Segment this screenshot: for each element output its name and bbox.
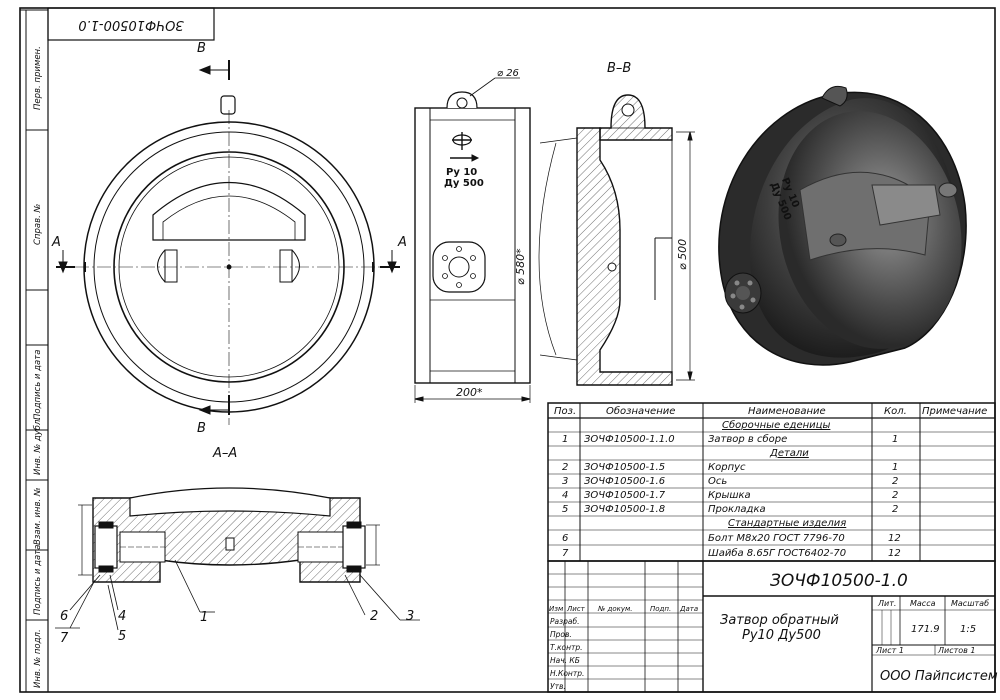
spec-row-2-pos: 2 bbox=[562, 462, 568, 473]
section-aa-title: A–A bbox=[212, 446, 237, 461]
side-label-4: Инв. № дубл. bbox=[33, 417, 43, 475]
section-bb-view bbox=[538, 94, 695, 386]
front-view bbox=[56, 60, 400, 425]
role-utv: Утв. bbox=[550, 682, 566, 691]
role-prov: Пров. bbox=[550, 630, 572, 639]
stamp-box bbox=[47, 7, 215, 41]
callout-7: 7 bbox=[60, 631, 69, 646]
scale-value: 1:5 bbox=[960, 624, 976, 635]
spec-row-5-name: Прокладка bbox=[708, 504, 766, 515]
dim-outer: ⌀ 580* bbox=[514, 248, 527, 285]
side-label-7: Инв. № подл. bbox=[33, 629, 43, 688]
spec-row-5-qty: 2 bbox=[892, 504, 898, 515]
spec-row-6-qty: 12 bbox=[888, 533, 901, 544]
stamp-code: ЗОЧФ10500-1.0 bbox=[78, 17, 183, 32]
spec-row-4-qty: 2 bbox=[892, 490, 898, 501]
spec-header-code: Обозначение bbox=[606, 405, 675, 417]
spec-row-5-code: ЗОЧФ10500-1.8 bbox=[584, 504, 665, 515]
side-label-3: Подпись и дата bbox=[33, 350, 43, 420]
spec-row-6-name: Болт М8х20 ГОСТ 7796-70 bbox=[708, 533, 845, 544]
role-nach-kb: Нач. КБ bbox=[550, 656, 580, 665]
spec-row-2-code: ЗОЧФ10500-1.5 bbox=[584, 462, 665, 473]
marking-pressure: Ру 10 bbox=[446, 167, 477, 178]
spec-row-4-pos: 4 bbox=[562, 490, 568, 501]
product-name-line1: Затвор обратный bbox=[720, 613, 839, 628]
title-block-text: ЗОЧФ10500-1.0 Затвор обратный Ру10 Ду500… bbox=[549, 571, 998, 691]
callout-6: 6 bbox=[60, 609, 68, 624]
mass-value: 171.9 bbox=[911, 624, 940, 635]
dim-length: 200* bbox=[456, 386, 483, 399]
role-tkontr: Т.контр. bbox=[550, 643, 583, 652]
callout-3: 3 bbox=[406, 609, 414, 624]
spec-row-7-qty: 12 bbox=[888, 548, 901, 559]
col-date: Дата bbox=[679, 605, 698, 613]
section-a-right: A bbox=[397, 235, 407, 250]
title-block bbox=[547, 560, 996, 693]
section-b-top: B bbox=[197, 41, 206, 56]
mass-label: Масса bbox=[910, 599, 936, 608]
spec-table-text: Поз. Обозначение Наименование Кол. Приме… bbox=[554, 405, 987, 559]
section-b-bottom: B bbox=[197, 421, 206, 436]
lit-label: Лит. bbox=[877, 599, 896, 608]
sheet-number: Лист 1 bbox=[875, 646, 904, 655]
role-nkontr: Н.Контр. bbox=[550, 669, 584, 678]
spec-header-pos: Поз. bbox=[554, 406, 576, 417]
doc-code: ЗОЧФ10500-1.0 bbox=[770, 571, 908, 591]
spec-row-1-pos: 1 bbox=[562, 434, 568, 445]
spec-row-3-qty: 2 bbox=[892, 476, 898, 487]
dim-inner: ⌀ 500 bbox=[676, 239, 689, 270]
spec-row-4-code: ЗОЧФ10500-1.7 bbox=[584, 490, 666, 501]
spec-row-3-code: ЗОЧФ10500-1.6 bbox=[584, 476, 665, 487]
spec-row-1-qty: 1 bbox=[892, 434, 898, 445]
spec-header-name: Наименование bbox=[748, 406, 826, 417]
spec-section-2: Детали bbox=[769, 448, 809, 459]
spec-row-2-qty: 1 bbox=[892, 462, 898, 473]
spec-header-note: Примечание bbox=[922, 406, 987, 417]
spec-row-6-pos: 6 bbox=[562, 533, 568, 544]
spec-row-1-name: Затвор в сборе bbox=[708, 433, 787, 445]
spec-row-2-name: Корпус bbox=[708, 462, 746, 473]
section-bb-title: B–B bbox=[607, 61, 631, 76]
spec-row-7-pos: 7 bbox=[562, 548, 569, 559]
marking-size: Ду 500 bbox=[444, 178, 484, 189]
spec-row-7-name: Шайба 8.65Г ГОСТ6402-70 bbox=[708, 547, 846, 559]
callout-2: 2 bbox=[370, 609, 378, 624]
side-view bbox=[414, 77, 531, 403]
section-aa-view bbox=[55, 487, 420, 631]
callout-1: 1 bbox=[200, 610, 208, 625]
iso-view: Ру 10 Ду 500 bbox=[718, 85, 967, 366]
spec-section-3: Стандартные изделия bbox=[728, 518, 846, 529]
side-label-6: Подпись и дата bbox=[33, 545, 43, 615]
role-razrab: Разраб. bbox=[550, 617, 579, 626]
sheets-total: Листов 1 bbox=[937, 646, 976, 655]
product-name-line2: Ру10 Ду500 bbox=[742, 628, 821, 643]
scale-label: Масштаб bbox=[951, 599, 989, 608]
col-sign: Подп. bbox=[650, 605, 671, 613]
col-doc: № докум. bbox=[597, 605, 633, 613]
side-label-5: Взам. инв. № bbox=[33, 487, 43, 545]
section-a-left: A bbox=[51, 235, 61, 250]
dim-hole: ⌀ 26 bbox=[497, 68, 519, 79]
callout-5: 5 bbox=[118, 629, 126, 644]
outer-frame bbox=[19, 7, 996, 693]
spec-row-1-code: ЗОЧФ10500-1.1.0 bbox=[584, 434, 675, 445]
spec-header-qty: Кол. bbox=[884, 406, 907, 417]
spec-row-3-name: Ось bbox=[708, 476, 727, 487]
company-name: ООО Пайпсистем bbox=[880, 669, 998, 684]
side-label-1: Перв. примен. bbox=[33, 46, 43, 110]
spec-row-3-pos: 3 bbox=[562, 476, 568, 487]
side-label-2: Справ. № bbox=[33, 203, 43, 245]
col-list: Лист bbox=[566, 605, 586, 613]
col-izm: Изм bbox=[549, 605, 564, 613]
callout-4: 4 bbox=[118, 609, 126, 624]
spec-section-1: Сборочные еденицы bbox=[722, 419, 830, 431]
spec-row-4-name: Крышка bbox=[708, 490, 751, 501]
spec-row-5-pos: 5 bbox=[562, 504, 568, 515]
